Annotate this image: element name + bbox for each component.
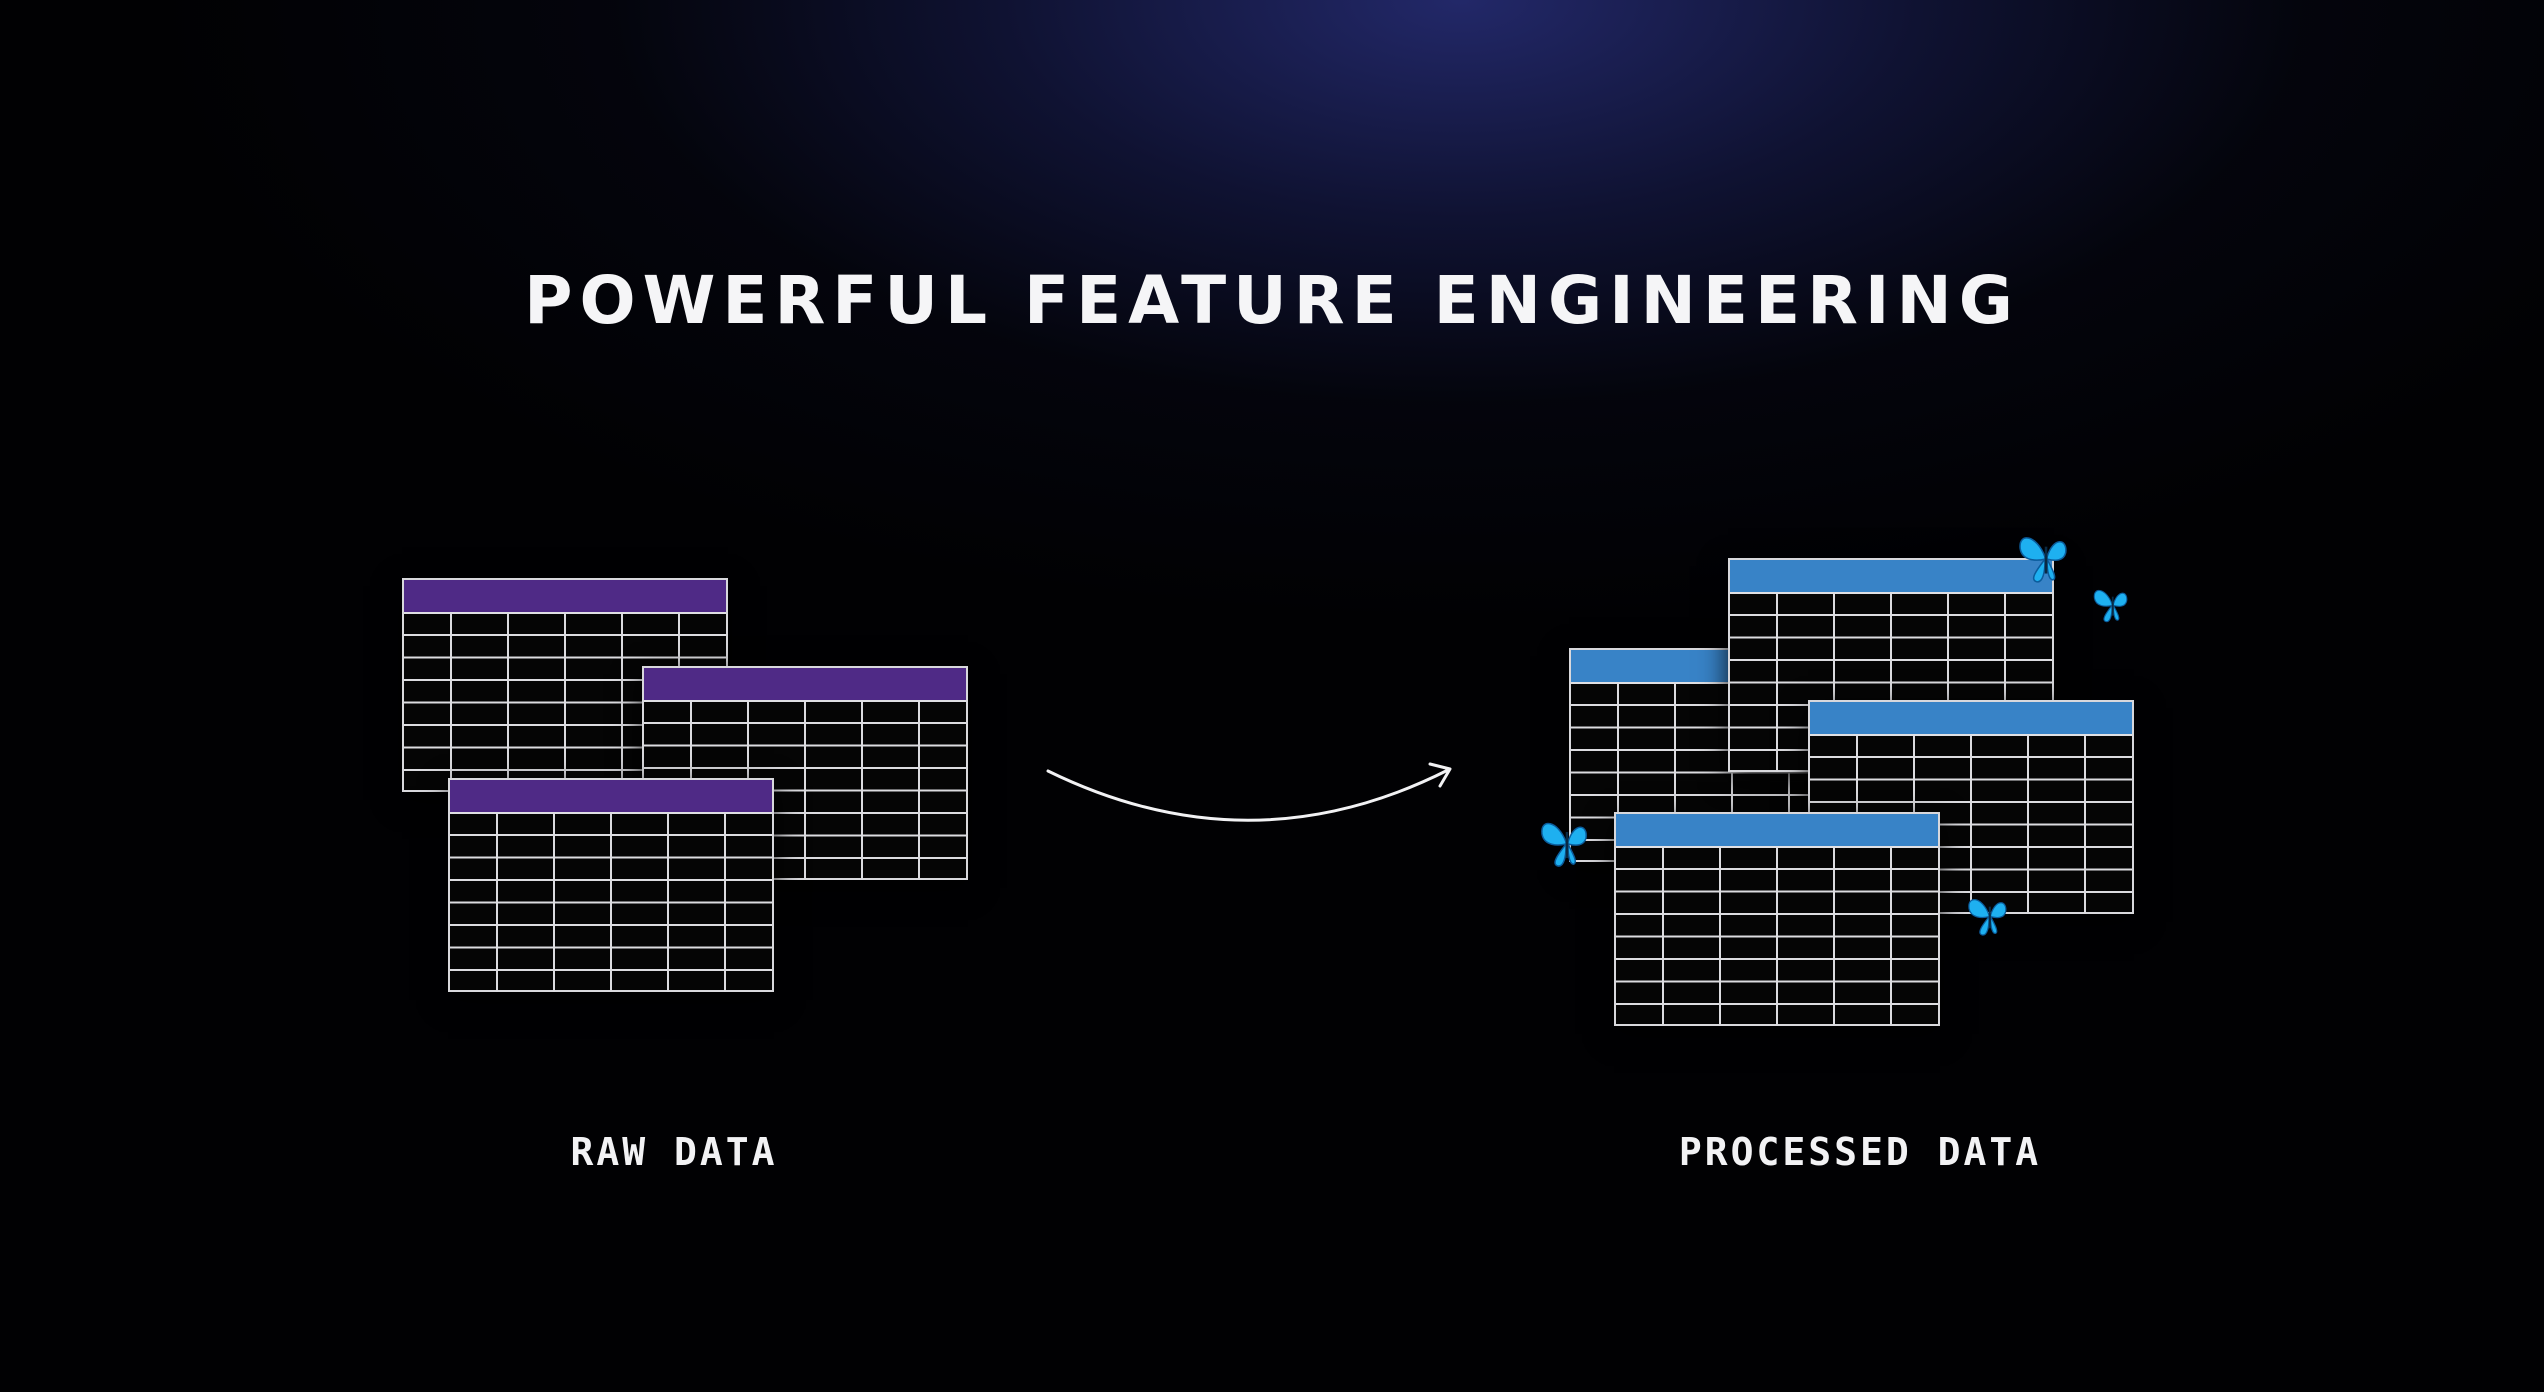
raw-data-label: RAW DATA [570, 1130, 778, 1174]
table-grid [1616, 848, 1938, 1026]
processed-table-4 [1614, 812, 1940, 1026]
butterfly-icon [1541, 822, 1587, 867]
table-grid [450, 814, 772, 992]
table-header [644, 668, 966, 702]
butterfly-icon [1968, 899, 2007, 936]
table-header [1616, 814, 1938, 848]
butterfly-icon [2019, 537, 2067, 583]
raw-table-2 [642, 666, 968, 880]
table-header [404, 580, 726, 614]
table-header [1730, 560, 2052, 594]
butterfly-icon [2093, 590, 2128, 623]
table-header [1810, 702, 2132, 736]
table-header [450, 780, 772, 814]
raw-table-3 [448, 778, 774, 992]
processed-data-label: PROCESSED DATA [1678, 1130, 2042, 1174]
page-title: POWERFUL FEATURE ENGINEERING [524, 262, 2020, 339]
